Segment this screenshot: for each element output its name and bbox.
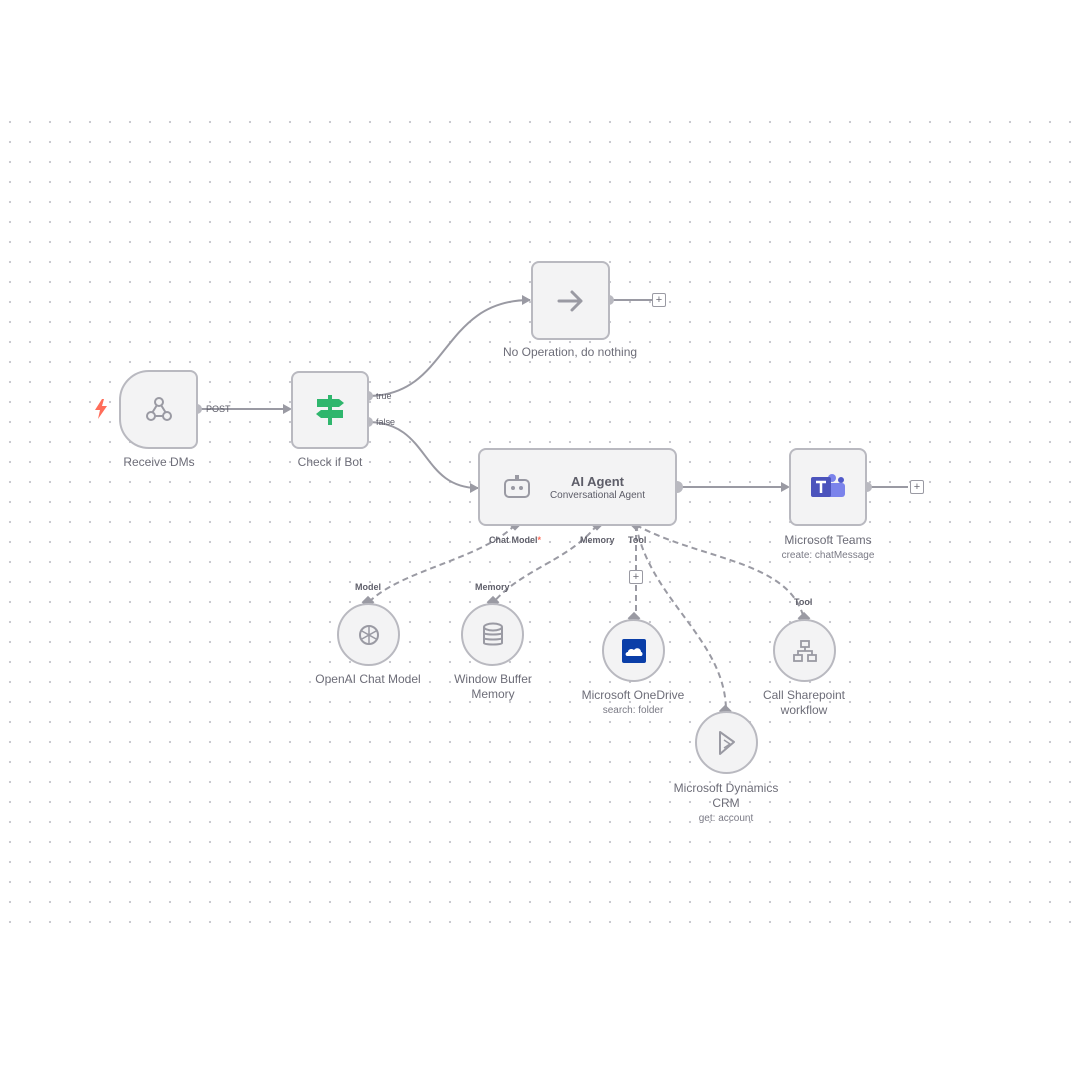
robot-icon bbox=[504, 475, 530, 498]
agent-subtitle: Conversational Agent bbox=[549, 489, 646, 501]
port-label-memory-in: Memory bbox=[475, 582, 510, 592]
node-label-no-operation: No Operation, do nothing bbox=[502, 345, 638, 359]
database-icon bbox=[482, 622, 503, 645]
node-receive-dms[interactable] bbox=[119, 370, 198, 449]
node-call-sharepoint-workflow[interactable] bbox=[773, 619, 836, 682]
onedrive-icon bbox=[621, 638, 646, 663]
port-label-chat-model: Chat Model* bbox=[489, 535, 542, 545]
node-check-if-bot[interactable] bbox=[291, 371, 369, 449]
node-sublabel-onedrive: search: folder bbox=[602, 705, 664, 716]
agent-title: AI Agent bbox=[571, 473, 624, 489]
node-label-sharepoint: Call Sharepoint workflow bbox=[762, 688, 846, 717]
port-label-post: POST bbox=[206, 404, 231, 414]
node-label-microsoft-teams: Microsoft Teams create: chatMessage bbox=[781, 533, 875, 561]
lightning-bolt-icon bbox=[95, 399, 107, 419]
plus-icon: + bbox=[632, 571, 640, 583]
node-label-onedrive: Microsoft OneDrive search: folder bbox=[581, 688, 685, 716]
node-ai-agent[interactable]: AI Agent Conversational Agent bbox=[478, 448, 677, 526]
node-window-buffer-memory[interactable] bbox=[461, 603, 524, 666]
node-sublabel-teams: create: chatMessage bbox=[781, 550, 875, 561]
port-label-model-in: Model bbox=[355, 582, 381, 592]
port-label-tool-in: Tool bbox=[794, 597, 813, 607]
plus-icon: + bbox=[913, 481, 921, 493]
node-label-check-if-bot: Check if Bot bbox=[297, 455, 363, 469]
node-microsoft-onedrive[interactable] bbox=[602, 619, 665, 682]
node-label-openai: OpenAI Chat Model bbox=[315, 672, 421, 686]
port-label-memory: Memory bbox=[580, 535, 615, 545]
node-label-receive-dms: Receive DMs bbox=[123, 455, 195, 469]
webhook-icon bbox=[145, 396, 172, 421]
node-microsoft-teams[interactable] bbox=[789, 448, 867, 526]
required-marker: * bbox=[537, 535, 542, 545]
signpost-icon bbox=[316, 395, 344, 425]
plus-icon: + bbox=[655, 294, 663, 306]
node-openai-chat-model[interactable] bbox=[337, 603, 400, 666]
add-tool-button[interactable]: + bbox=[629, 570, 643, 584]
dynamics-icon bbox=[718, 730, 735, 755]
port-label-false: false bbox=[376, 417, 396, 427]
node-no-operation[interactable] bbox=[531, 261, 610, 340]
workflow-icon bbox=[792, 639, 817, 662]
port-label-tool: Tool bbox=[628, 535, 647, 545]
add-node-after-noop-button[interactable]: + bbox=[652, 293, 666, 307]
port-label-true: true bbox=[376, 391, 392, 401]
node-sublabel-dynamics: get: account bbox=[698, 813, 754, 824]
add-node-after-teams-button[interactable]: + bbox=[910, 480, 924, 494]
openai-icon bbox=[358, 624, 379, 645]
node-label-memory: Window Buffer Memory bbox=[454, 672, 532, 701]
node-microsoft-dynamics-crm[interactable] bbox=[695, 711, 758, 774]
arrow-right-icon bbox=[557, 290, 582, 311]
node-label-dynamics: Microsoft Dynamics CRM get: account bbox=[673, 781, 779, 824]
microsoft-teams-icon bbox=[811, 474, 845, 497]
